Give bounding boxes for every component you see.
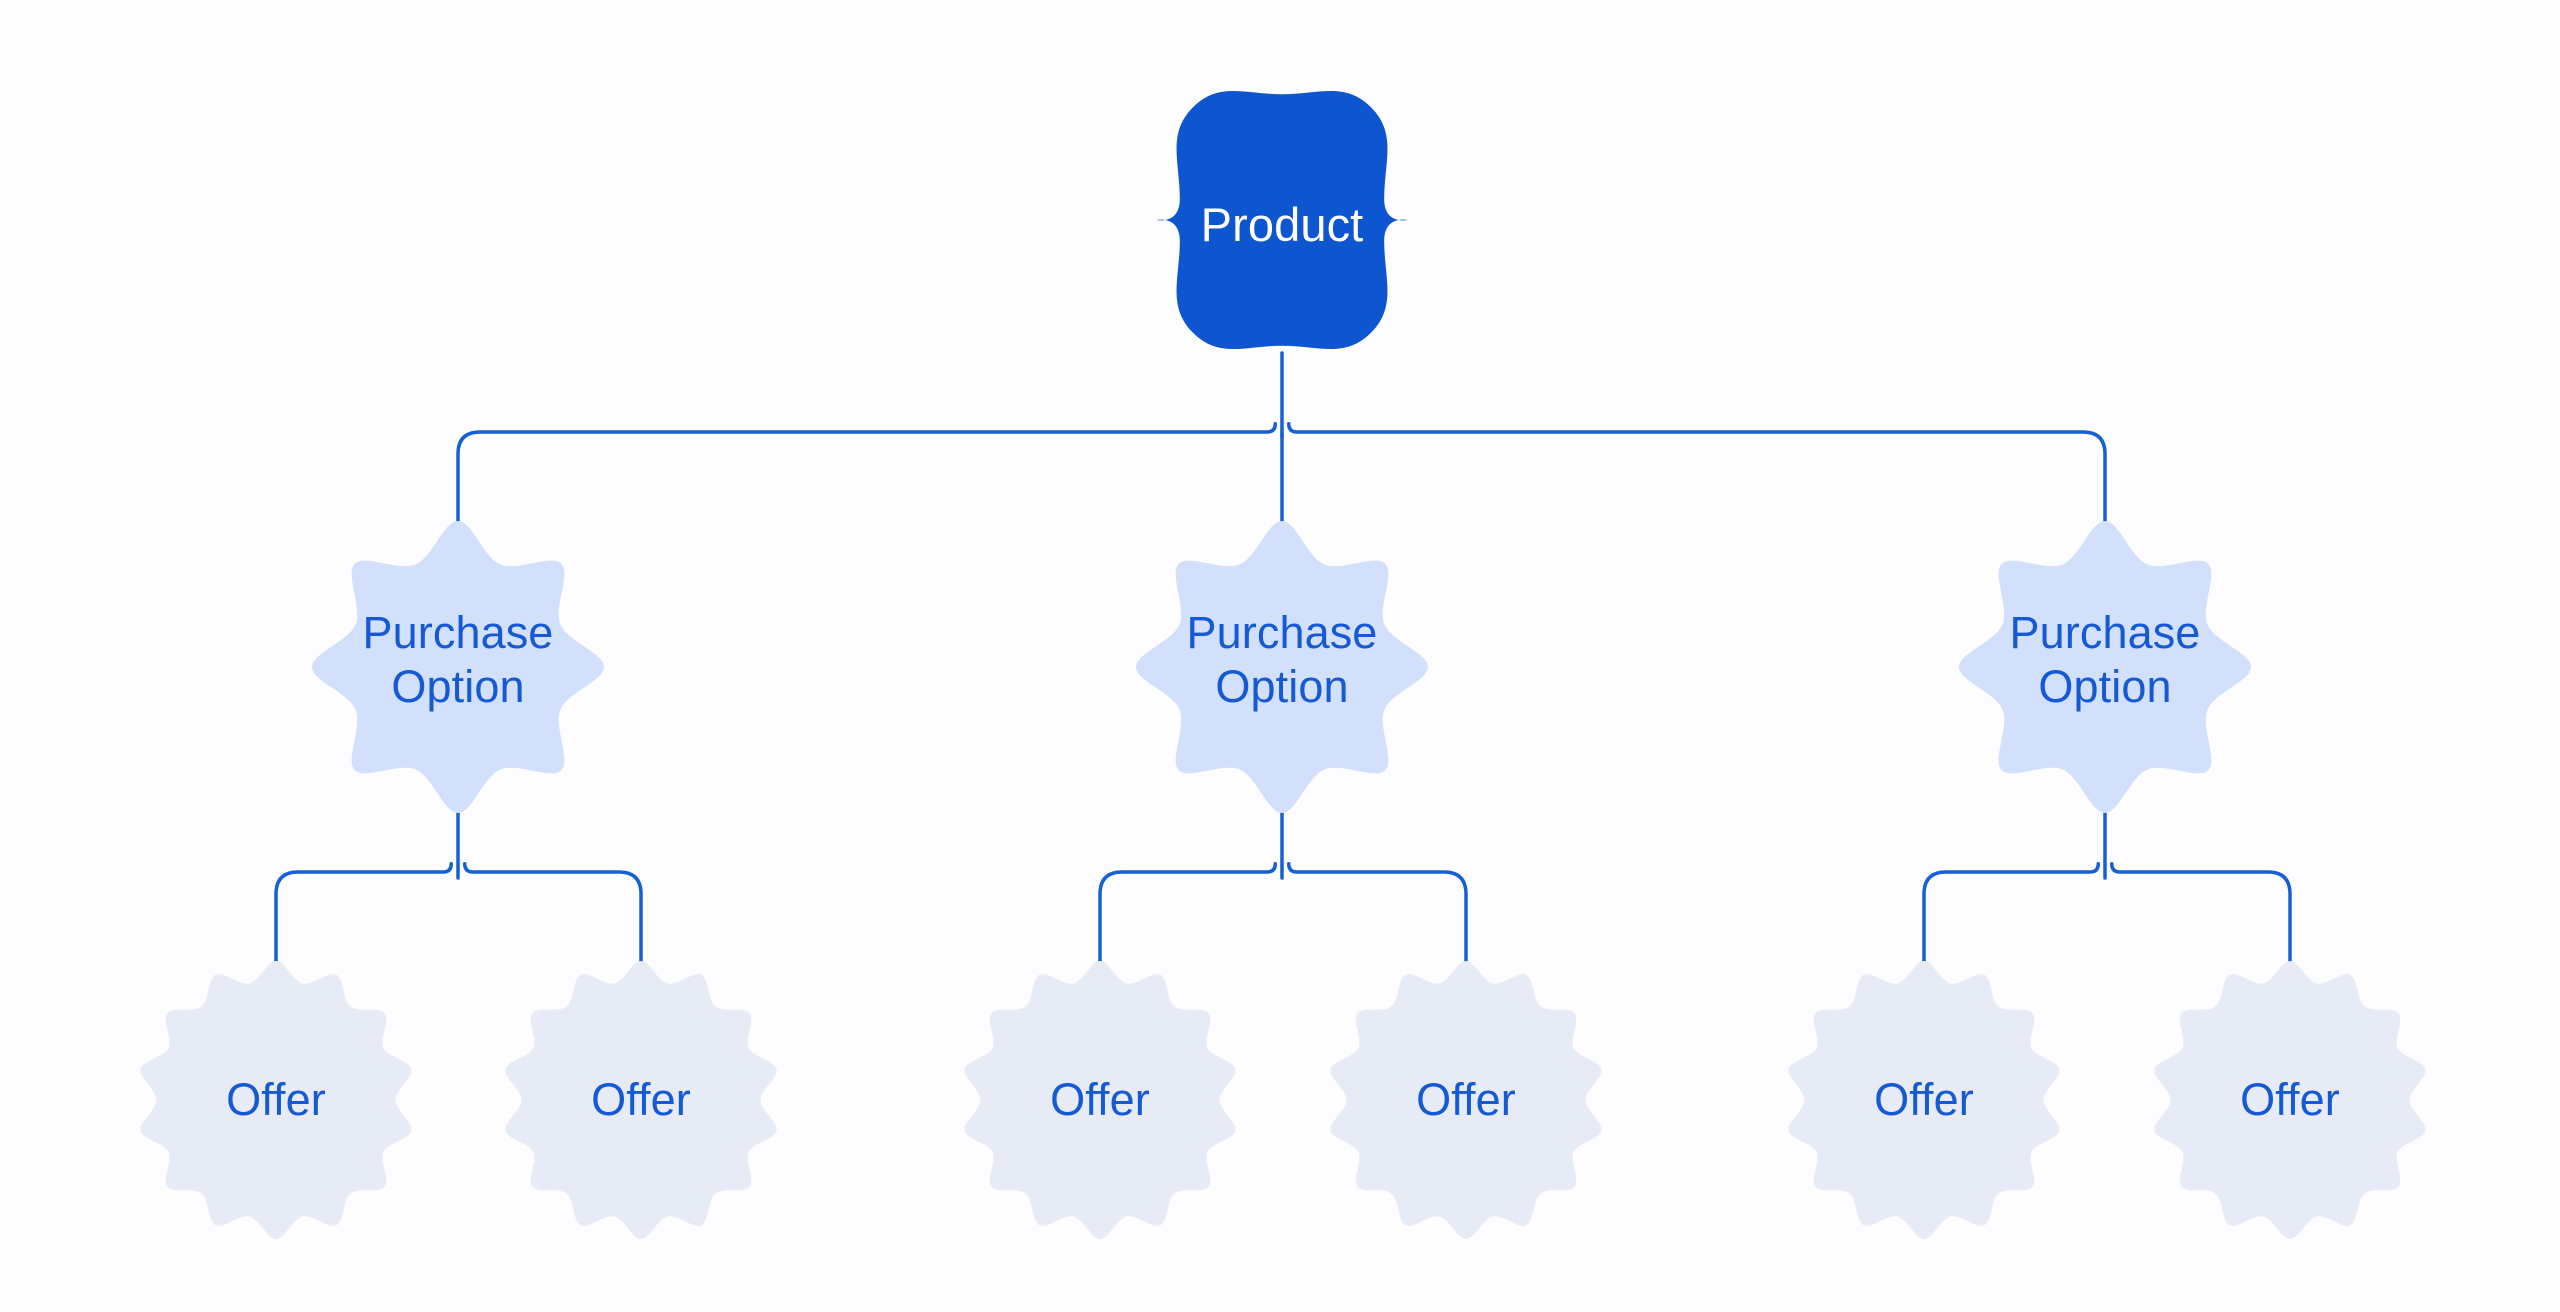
connector-option-3-to-offers-wing-left	[1922, 862, 2100, 973]
node-offer-label: Offer	[226, 1074, 326, 1125]
node-product[interactable]: Product	[1151, 89, 1413, 361]
node-offer-1a[interactable]: Offer	[137, 961, 415, 1239]
node-offer-2a[interactable]: Offer	[961, 961, 1239, 1239]
product-blob-shape	[1156, 90, 1408, 350]
node-purchase-option-label: Purchase Option	[362, 607, 554, 712]
node-offer-label: Offer	[1874, 1074, 1974, 1125]
node-purchase-option-3[interactable]: Purchase Option	[1959, 521, 2251, 813]
node-offer-2b[interactable]: Offer	[1327, 961, 1605, 1239]
node-purchase-option-label: Purchase Option	[1186, 607, 1378, 712]
node-purchase-option-1[interactable]: Purchase Option	[312, 521, 604, 813]
connector-option-2-to-offers-wing-left	[1098, 862, 1277, 973]
node-offer-label: Offer	[1050, 1074, 1150, 1125]
node-offer-label: Offer	[1416, 1074, 1516, 1125]
node-product-label: Product	[1200, 197, 1364, 251]
node-offer-label: Offer	[591, 1074, 691, 1125]
node-purchase-option-label: Purchase Option	[2009, 607, 2201, 712]
node-offer-3a[interactable]: Offer	[1785, 961, 2063, 1239]
node-offer-label: Offer	[2240, 1074, 2340, 1125]
connector-product-to-options-wing-right	[1287, 422, 2107, 535]
connector-option-2-to-offers-wing-right	[1287, 862, 1468, 973]
connector-product-to-options-wing-left	[456, 422, 1277, 535]
connector-option-1-to-offers-wing-right	[463, 862, 643, 973]
node-offer-1b[interactable]: Offer	[502, 961, 780, 1239]
node-offer-3b[interactable]: Offer	[2151, 961, 2429, 1239]
connector-option-3-to-offers-wing-right	[2110, 862, 2292, 973]
connector-option-1-to-offers-wing-left	[274, 862, 453, 973]
node-purchase-option-2[interactable]: Purchase Option	[1136, 521, 1428, 813]
